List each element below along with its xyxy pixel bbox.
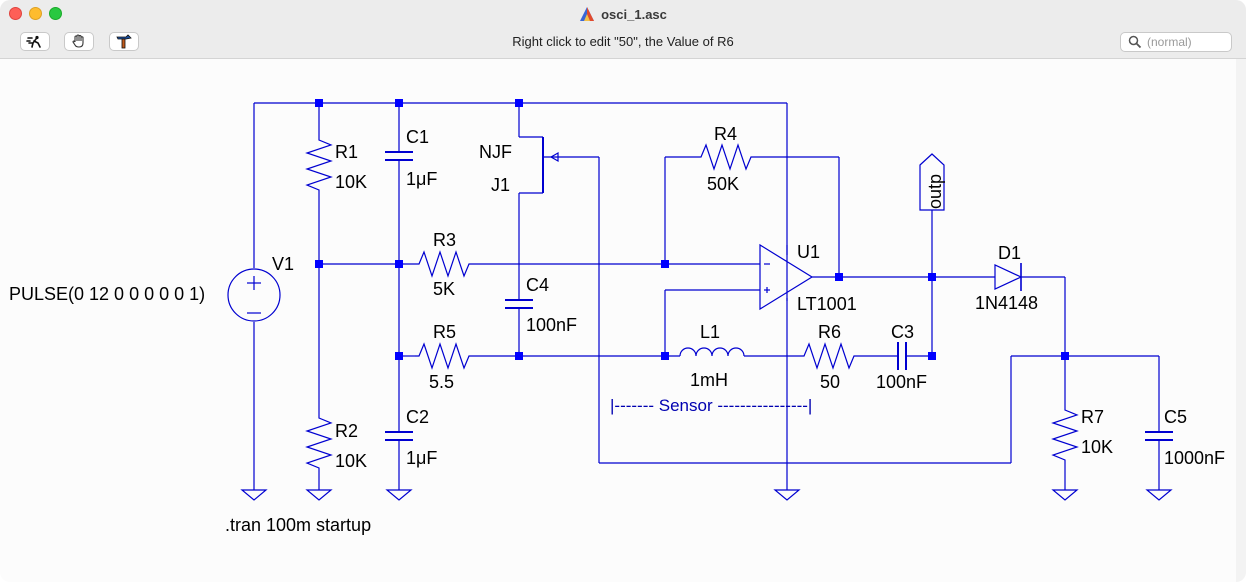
r5-name[interactable]: R5 (433, 322, 456, 342)
ground-icon (1051, 489, 1079, 501)
c4-name[interactable]: C4 (526, 275, 549, 295)
r7-resistor[interactable] (1051, 406, 1079, 464)
u1-opamp[interactable] (759, 243, 814, 311)
r4-name[interactable]: R4 (714, 124, 737, 144)
r4-resistor[interactable] (697, 143, 755, 171)
r3-value[interactable]: 5K (433, 279, 455, 299)
c3-name[interactable]: C3 (891, 322, 914, 342)
r4-value[interactable]: 50K (707, 174, 739, 194)
r1-resistor[interactable] (305, 136, 333, 194)
u1-model[interactable]: LT1001 (797, 294, 857, 314)
schematic[interactable]: R1 10K R2 10K C1 1μF C2 1μF R3 5K R5 5.5… (0, 59, 1246, 582)
c4-value[interactable]: 100nF (526, 315, 577, 335)
c5-value[interactable]: 1000nF (1164, 448, 1225, 468)
outp-net-flag[interactable] (919, 153, 945, 211)
l1-name[interactable]: L1 (700, 322, 720, 342)
status-message: Right click to edit "50", the Value of R… (512, 34, 734, 49)
zoom-window-button[interactable] (49, 7, 62, 20)
hammer-icon (116, 34, 132, 49)
j1-model[interactable]: NJF (479, 142, 512, 162)
ground-icon (773, 489, 801, 501)
c3-value[interactable]: 100nF (876, 372, 927, 392)
title-wrap: osci_1.asc (0, 0, 1246, 28)
vertical-scrollbar[interactable] (1236, 59, 1246, 582)
search-input[interactable]: (normal) (1120, 32, 1232, 52)
hand-icon (72, 34, 84, 48)
v1-name[interactable]: V1 (272, 254, 294, 274)
r7-name[interactable]: R7 (1081, 407, 1104, 427)
close-window-button[interactable] (9, 7, 22, 20)
c1-name[interactable]: C1 (406, 127, 429, 147)
title-bar: osci_1.asc (0, 0, 1246, 28)
run-icon (26, 35, 41, 48)
r1-value[interactable]: 10K (335, 172, 367, 192)
j1-name[interactable]: J1 (491, 175, 510, 195)
minimize-window-button[interactable] (29, 7, 42, 20)
v1-value[interactable]: PULSE(0 12 0 0 0 0 0 1) (9, 284, 205, 304)
ground-icon (1145, 489, 1173, 501)
search-placeholder: (normal) (1147, 35, 1192, 49)
tran-directive[interactable]: .tran 100m startup (225, 515, 371, 535)
outp-net-label[interactable]: outp (925, 174, 945, 209)
search-icon (1128, 35, 1142, 49)
r3-name[interactable]: R3 (433, 230, 456, 250)
r2-name[interactable]: R2 (335, 421, 358, 441)
v1-voltage-source[interactable] (227, 268, 281, 322)
d1-name[interactable]: D1 (998, 243, 1021, 263)
schematic-canvas[interactable]: R1 10K R2 10K C1 1μF C2 1μF R3 5K R5 5.5… (0, 59, 1246, 582)
l1-value[interactable]: 1mH (690, 370, 728, 390)
window-title: osci_1.asc (601, 6, 667, 22)
ltspice-file-icon (580, 7, 595, 21)
ground-icon (305, 489, 333, 501)
r3-resistor[interactable] (415, 250, 473, 278)
c5-name[interactable]: C5 (1164, 407, 1187, 427)
junctions (315, 99, 1069, 360)
d1-model[interactable]: 1N4148 (975, 293, 1038, 313)
c2-value[interactable]: 1μF (406, 448, 437, 468)
d1-diode[interactable] (994, 264, 1023, 290)
r7-value[interactable]: 10K (1081, 437, 1113, 457)
ground-icon (240, 489, 268, 501)
r6-resistor[interactable] (800, 342, 858, 370)
c1-value[interactable]: 1μF (406, 169, 437, 189)
r1-name[interactable]: R1 (335, 142, 358, 162)
r5-resistor[interactable] (415, 342, 473, 370)
l1-inductor[interactable] (679, 347, 745, 357)
hammer-button[interactable] (109, 32, 139, 51)
pan-button[interactable] (64, 32, 94, 51)
c2-name[interactable]: C2 (406, 407, 429, 427)
u1-name[interactable]: U1 (797, 242, 820, 262)
ground-icon (385, 489, 413, 501)
r2-value[interactable]: 10K (335, 451, 367, 471)
r5-value[interactable]: 5.5 (429, 372, 454, 392)
r6-name[interactable]: R6 (818, 322, 841, 342)
r2-resistor[interactable] (305, 414, 333, 472)
sensor-comment[interactable]: |------- Sensor ----------------| (610, 396, 812, 415)
toolbar: Right click to edit "50", the Value of R… (0, 28, 1246, 59)
run-button[interactable] (20, 32, 50, 51)
r6-value[interactable]: 50 (820, 372, 840, 392)
